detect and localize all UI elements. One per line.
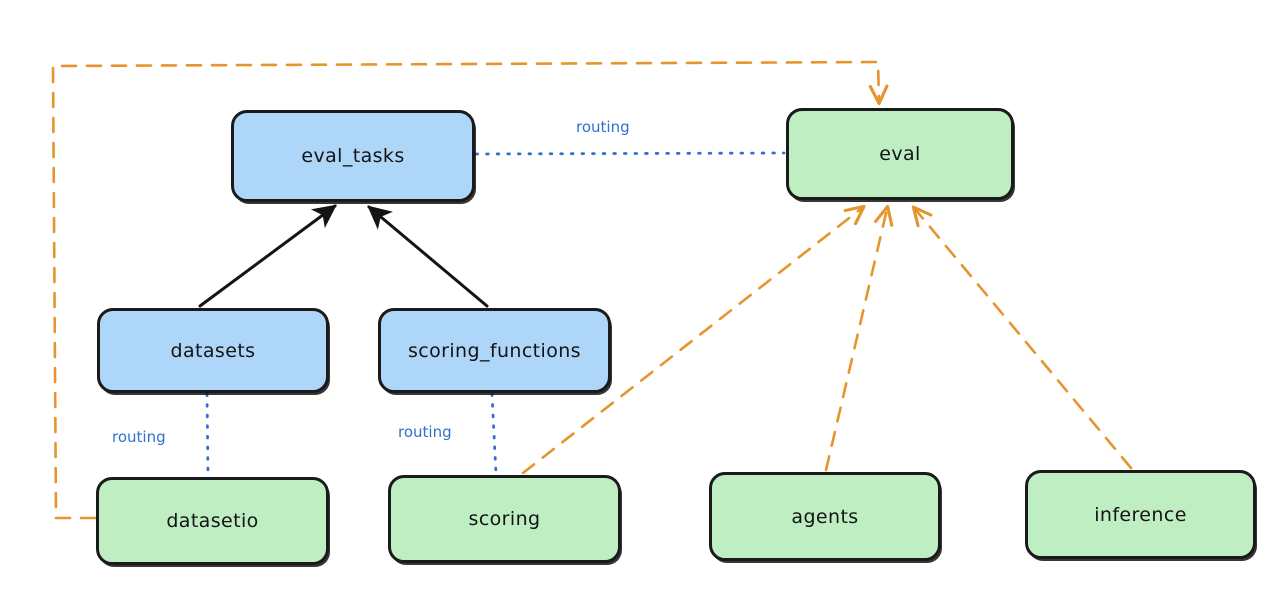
node-eval-tasks[interactable]: eval_tasks xyxy=(231,110,475,202)
node-datasetio[interactable]: datasetio xyxy=(96,477,329,565)
edge-label-routing-datasets: routing xyxy=(112,428,166,446)
node-scoring[interactable]: scoring xyxy=(388,475,621,563)
edge-datasetio-eval xyxy=(51,60,889,520)
edge-scoring-functions-eval-tasks xyxy=(367,205,489,308)
edge-label-routing-eval-tasks: routing xyxy=(576,118,630,136)
edge-eval-tasks-eval xyxy=(474,151,786,156)
edge-label-routing-scoring-functions: routing xyxy=(398,423,452,441)
edge-scoring-eval xyxy=(521,204,866,475)
node-label-eval: eval xyxy=(879,143,921,165)
edge-datasets-datasetio xyxy=(205,392,210,478)
node-label-inference: inference xyxy=(1094,503,1187,526)
node-label-scoring: scoring xyxy=(468,508,541,530)
node-inference[interactable]: inference xyxy=(1025,470,1256,559)
node-label-eval-tasks: eval_tasks xyxy=(301,145,405,167)
node-datasets[interactable]: datasets xyxy=(97,308,329,393)
edge-datasets-eval-tasks xyxy=(198,204,337,308)
node-scoring-functions[interactable]: scoring_functions xyxy=(378,308,611,393)
node-label-scoring-functions: scoring_functions xyxy=(408,339,581,362)
edge-scoring-functions-scoring xyxy=(490,392,498,476)
edge-agents-eval xyxy=(824,204,894,472)
node-eval[interactable]: eval xyxy=(786,108,1014,200)
node-label-agents: agents xyxy=(791,505,859,528)
edge-inference-eval xyxy=(911,205,1133,470)
node-agents[interactable]: agents xyxy=(709,472,941,561)
node-label-datasets: datasets xyxy=(170,339,256,362)
node-label-datasetio: datasetio xyxy=(166,510,259,532)
